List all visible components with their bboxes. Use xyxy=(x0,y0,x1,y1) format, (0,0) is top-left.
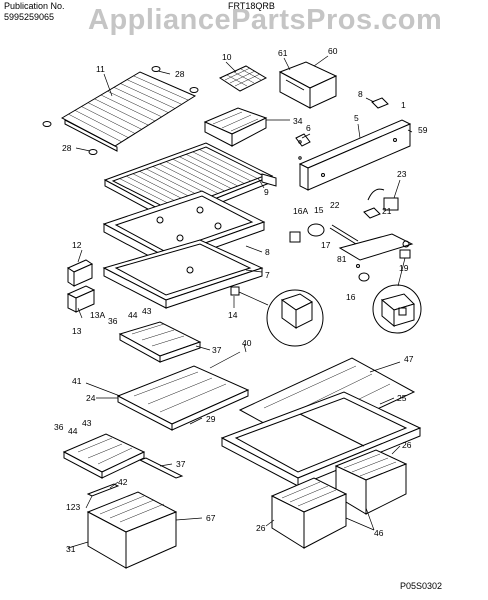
callout-label: 40 xyxy=(242,338,252,348)
shelf-clip-detail xyxy=(230,286,324,347)
publication-label: Publication No. xyxy=(4,1,65,11)
trim-strip xyxy=(138,457,184,479)
callout-label: 44 xyxy=(68,426,78,436)
callout-label: 31 xyxy=(66,544,76,554)
callout-label: 41 xyxy=(72,376,82,386)
callout-label: 81 xyxy=(337,254,347,264)
callout-label: 26 xyxy=(402,440,412,450)
callout-label: 21 xyxy=(382,206,392,216)
callout-label: 12 xyxy=(72,240,82,250)
leader-lines xyxy=(67,55,413,549)
shelf-support-rail xyxy=(295,97,412,191)
shelf-frame-lower xyxy=(102,239,264,309)
utility-pan xyxy=(86,491,178,569)
dairy-compartment xyxy=(278,61,338,109)
callout-label: 10 xyxy=(222,52,232,62)
callout-label: 26 xyxy=(256,523,266,533)
callout-label: 17 xyxy=(321,240,331,250)
callout-label: 13A xyxy=(90,310,105,320)
callout-label: 11 xyxy=(96,64,105,74)
light-assembly xyxy=(289,207,414,282)
callout-label: 23 xyxy=(397,169,407,179)
callout-label: 19 xyxy=(399,263,409,273)
wire-shelf xyxy=(42,66,199,155)
callout-label: 6 xyxy=(306,123,311,133)
callout-label: 28 xyxy=(175,69,185,79)
callout-label: 16A xyxy=(293,206,308,216)
callout-label: 43 xyxy=(142,306,152,316)
callout-label: 46 xyxy=(374,528,384,538)
egg-tray xyxy=(218,65,268,92)
figure-code: P05S0302 xyxy=(400,581,443,591)
callout-label: 61 xyxy=(278,48,288,58)
callout-label: 13 xyxy=(72,326,82,336)
callout-label: 43 xyxy=(82,418,92,428)
callout-label: 47 xyxy=(404,354,414,364)
callout-label: 36 xyxy=(108,316,118,326)
callout-label: 42 xyxy=(118,477,128,487)
publication-number: 5995259065 xyxy=(4,12,55,22)
callout-label: 28 xyxy=(62,143,72,153)
callout-label: 5 xyxy=(354,113,359,123)
thermostat xyxy=(367,188,399,211)
callout-label: 15 xyxy=(314,205,324,215)
callout-label: 60 xyxy=(328,46,338,56)
crisper-pan-right xyxy=(334,449,408,515)
light-switch-detail xyxy=(372,249,422,334)
model-number: FRT18QRB xyxy=(228,1,275,11)
callout-label: 25 xyxy=(397,393,407,403)
callout-label: 24 xyxy=(86,393,96,403)
callout-label: 14 xyxy=(228,310,238,320)
drawer-handle xyxy=(86,483,120,497)
callout-label: 8 xyxy=(265,247,270,257)
callout-label: 37 xyxy=(212,345,222,355)
callout-label: 16 xyxy=(346,292,356,302)
callout-label: 37 xyxy=(176,459,186,469)
callout-label: 7 xyxy=(265,270,270,280)
watermark-text: AppliancePartsPros.com xyxy=(88,4,443,36)
callout-label: 44 xyxy=(128,310,138,320)
callout-label: 59 xyxy=(418,125,428,135)
callout-label: 22 xyxy=(330,200,340,210)
small-glass-shelf-lower xyxy=(62,433,146,479)
crisper-pan-left xyxy=(270,477,348,549)
shelf-bracket-lower xyxy=(66,285,96,313)
callout-label: 9 xyxy=(264,187,269,197)
callout-label: 36 xyxy=(54,422,64,432)
callout-label: 67 xyxy=(206,513,216,523)
callout-label: 29 xyxy=(206,414,216,424)
small-glass-shelf xyxy=(118,321,202,363)
shelf-bracket-upper xyxy=(66,259,94,287)
callout-label: 123 xyxy=(66,502,80,512)
callout-label: 1 xyxy=(401,100,406,110)
glass-shelf-medium xyxy=(116,365,250,431)
callout-label: 8 xyxy=(358,89,363,99)
meat-pan xyxy=(203,107,268,147)
callout-label: 34 xyxy=(293,116,303,126)
